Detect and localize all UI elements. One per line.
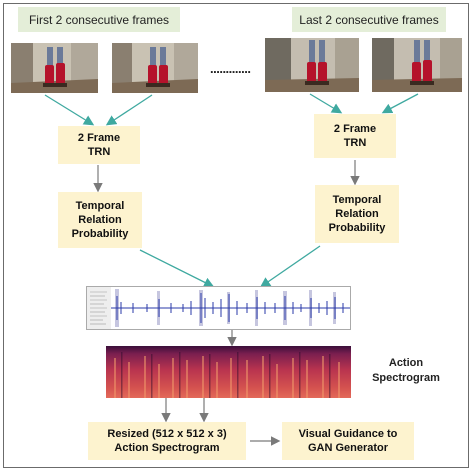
trn-left-line-1: 2 Frame: [77, 132, 121, 144]
trn-right-line-1: 2 Frame: [333, 123, 377, 135]
first-frames-label: First 2 consecutive frames: [18, 7, 180, 32]
ellipsis-dots: .............: [210, 61, 251, 76]
resized-line-1: Resized (512 x 512 x 3): [107, 428, 227, 440]
trp-left-line-1: Temporal: [75, 200, 125, 212]
waveform-panel: [86, 286, 351, 330]
trp-right-line-2: Relation: [335, 208, 379, 220]
trn-left-line-2: TRN: [87, 146, 111, 158]
frame-thumbnail-2: [112, 43, 198, 93]
trp-left-line-3: Probability: [71, 228, 129, 240]
resized-line-2: Action Spectrogram: [114, 442, 220, 454]
last-frames-label: Last 2 consecutive frames: [292, 7, 446, 32]
frame-thumbnail-3: [265, 38, 359, 92]
resized-spectrogram-box: Resized (512 x 512 x 3) Action Spectrogra…: [88, 422, 246, 460]
trn-right-line-2: TRN: [343, 137, 367, 149]
trp-left-line-2: Relation: [78, 214, 122, 226]
visual-guidance-box: Visual Guidance to GAN Generator: [282, 422, 414, 460]
figure-border: [3, 3, 469, 468]
caption-line-1: Action: [388, 357, 424, 369]
frame-thumbnail-4: [372, 38, 462, 92]
spectrogram-image: [106, 346, 351, 398]
trp-right-line-1: Temporal: [332, 194, 382, 206]
caption-line-2: Spectrogram: [372, 372, 440, 384]
guidance-line-2: GAN Generator: [307, 442, 389, 454]
frame-thumbnail-1: [11, 43, 98, 93]
trp-right-line-3: Probability: [328, 222, 386, 234]
action-spectrogram-caption: Action Spectrogram: [366, 356, 446, 386]
guidance-line-1: Visual Guidance to: [298, 428, 398, 440]
